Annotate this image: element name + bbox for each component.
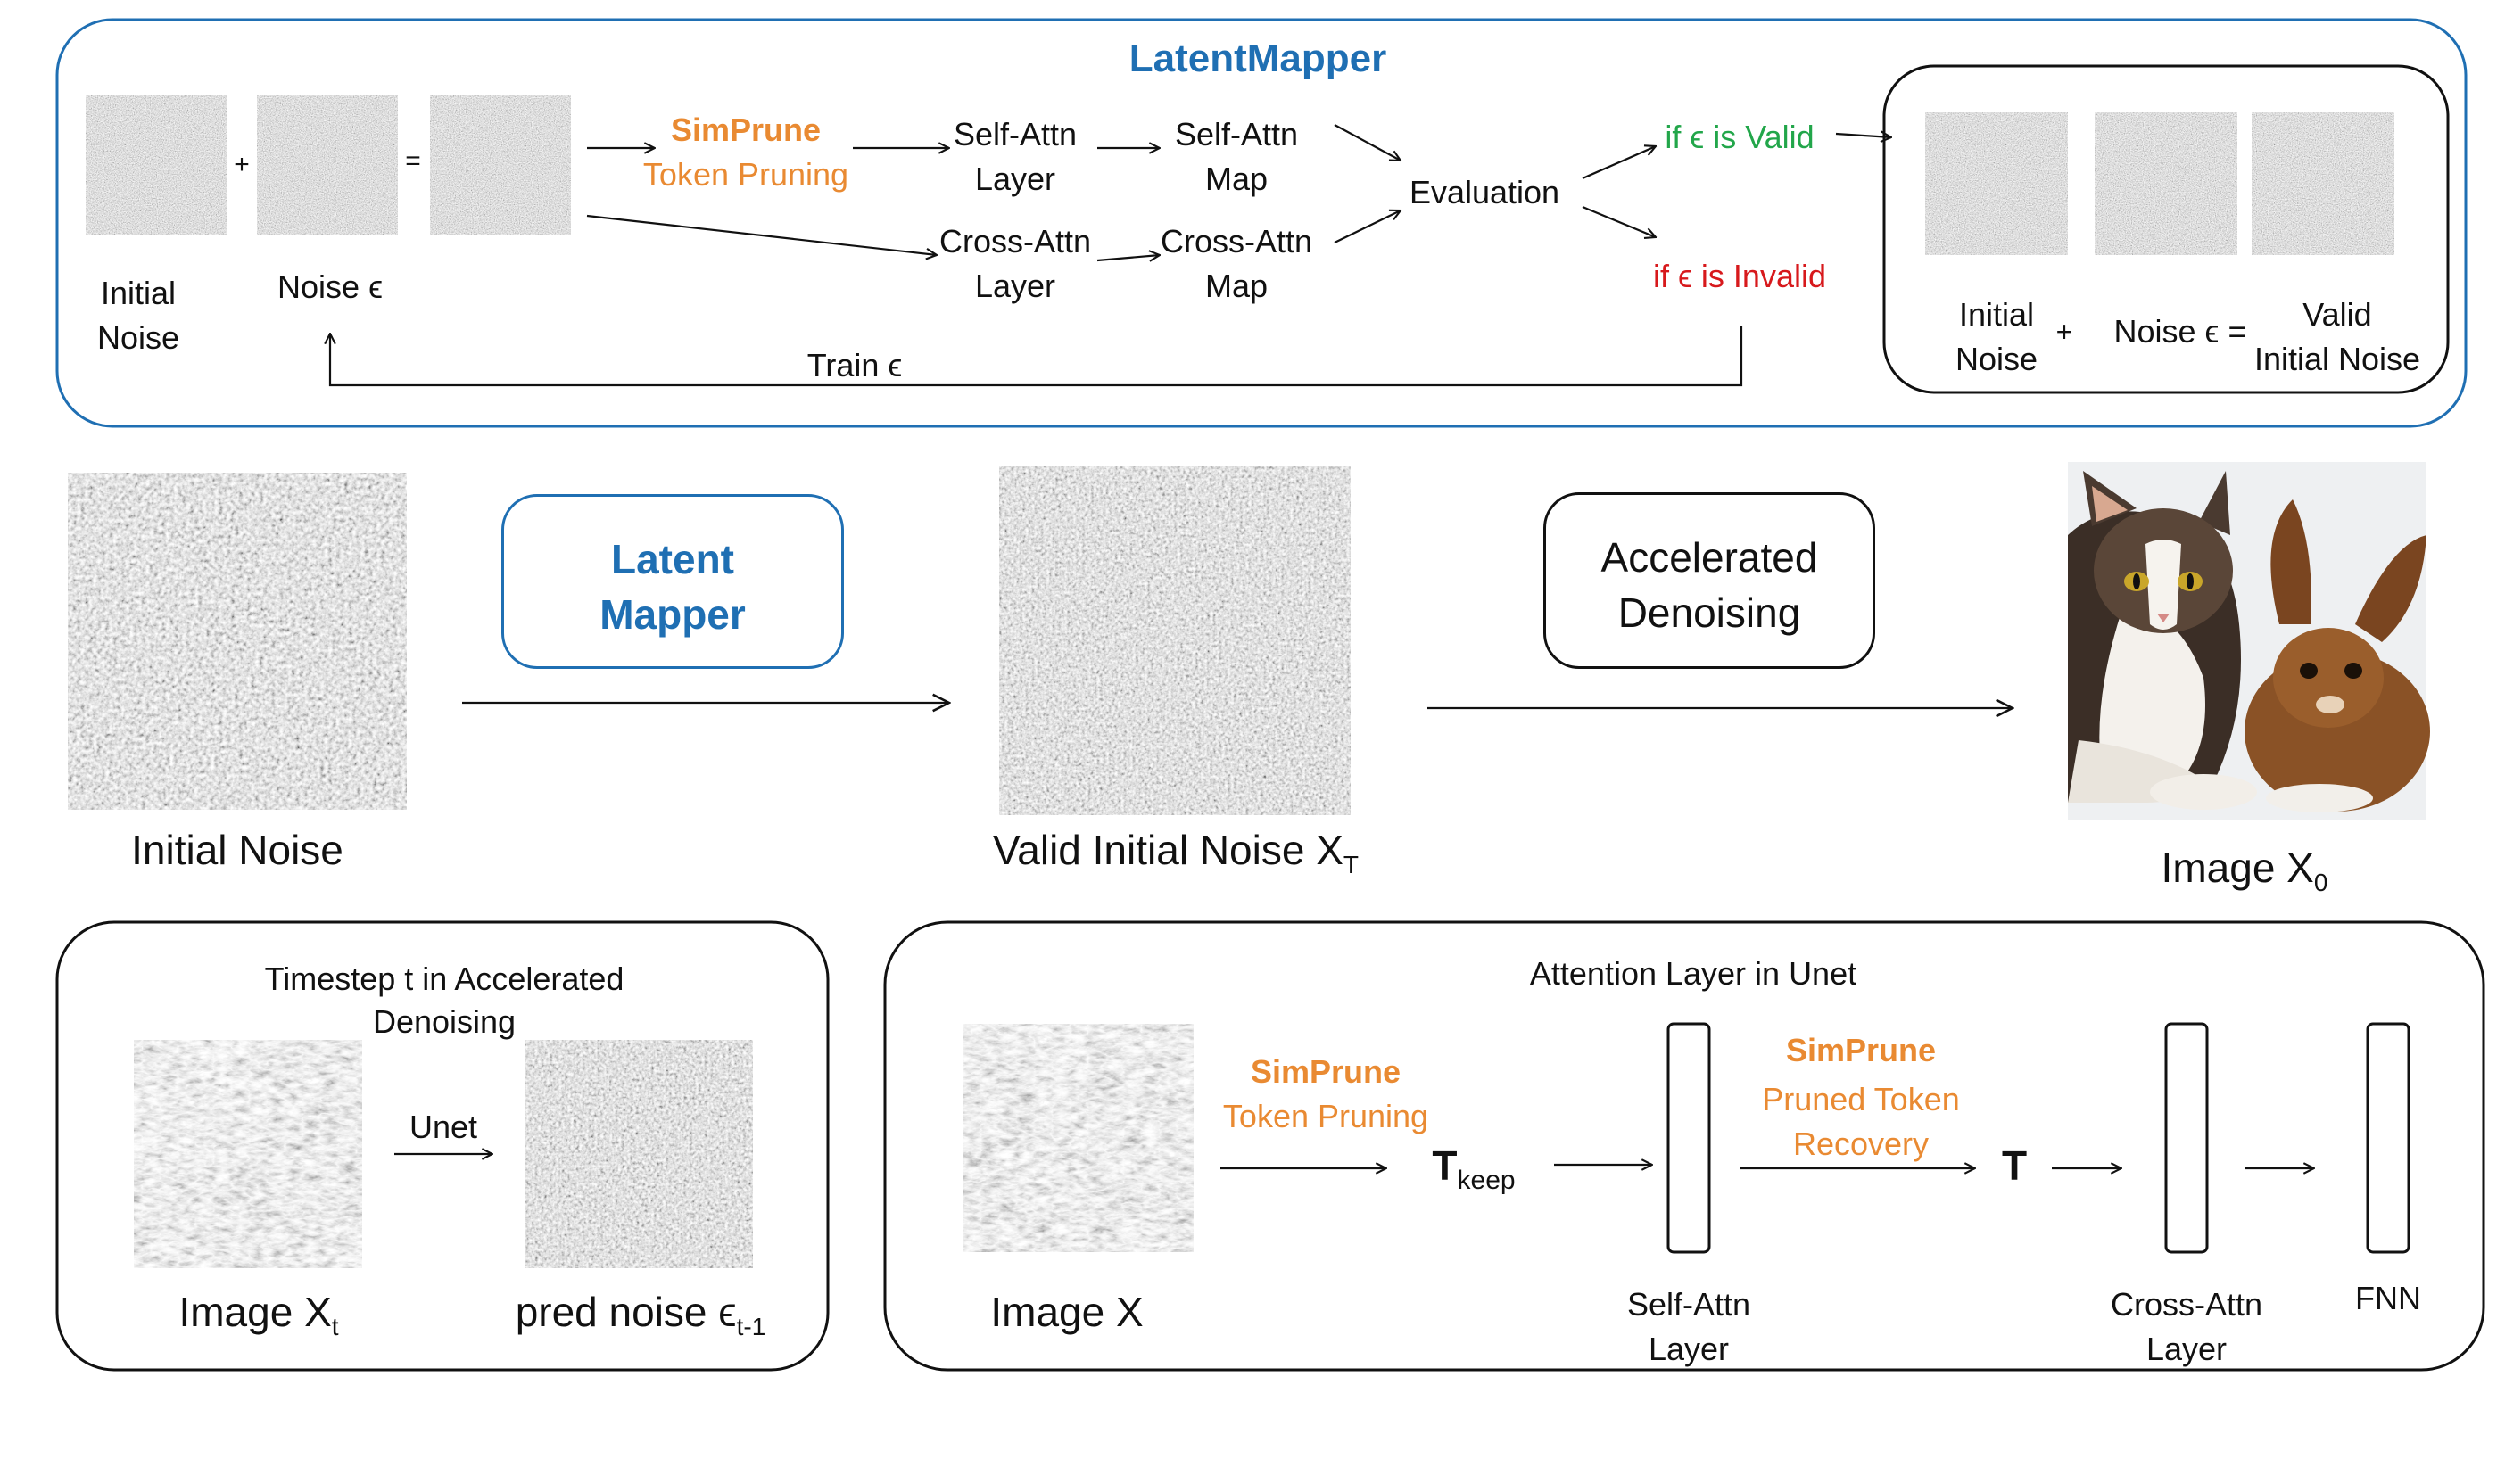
invalid-condition: if ϵ is Invalid bbox=[1653, 258, 1826, 294]
plus-sign: + bbox=[234, 150, 250, 179]
cross-attn-layer-bar bbox=[2164, 1022, 2209, 1254]
fnn-layer-bar bbox=[2366, 1022, 2410, 1254]
top-noise-epsilon-image bbox=[257, 95, 398, 235]
attention-panel-title: Attention Layer in Unet bbox=[1529, 955, 1857, 992]
image-x0-label: Image X0 bbox=[2161, 845, 2328, 897]
image-xt-label: Image Xt bbox=[178, 1289, 339, 1341]
middle-initial-noise-image bbox=[68, 473, 407, 810]
middle-valid-noise-image bbox=[999, 466, 1351, 815]
t-keep-label: Tkeep bbox=[1432, 1142, 1516, 1196]
valid-initial-noise-label: Valid Initial Noise XT bbox=[993, 827, 1359, 879]
top-arrows bbox=[330, 124, 1891, 387]
result-noise-label: Noise ϵ = bbox=[2113, 313, 2247, 350]
timestep-panel bbox=[55, 920, 830, 1372]
top-sum-noise-image bbox=[430, 95, 571, 235]
middle-initial-noise-label: Initial Noise bbox=[131, 827, 343, 873]
result-initial-noise-image bbox=[1925, 112, 2068, 255]
top-initial-noise-image bbox=[86, 95, 227, 235]
train-label: Train ϵ bbox=[806, 347, 903, 383]
image-x-label: Image X bbox=[990, 1289, 1144, 1335]
simprune-title-bottom-2: SimPrune bbox=[1785, 1032, 1937, 1068]
result-noise-image bbox=[2095, 112, 2237, 255]
self-attn-layer-bar bbox=[1666, 1022, 1711, 1254]
simprune-title-bottom-1: SimPrune bbox=[1250, 1053, 1401, 1090]
equals-sign: = bbox=[405, 146, 421, 176]
bottom-arrows bbox=[394, 1154, 2314, 1168]
attention-panel bbox=[883, 920, 2485, 1372]
simprune-sub-bottom-1: Token Pruning bbox=[1222, 1098, 1429, 1134]
simprune-title-top: SimPrune bbox=[670, 111, 822, 148]
image-xt-image bbox=[134, 1040, 362, 1268]
pred-noise-label: pred noise ϵt-1 bbox=[515, 1289, 766, 1341]
valid-condition: if ϵ is Valid bbox=[1665, 119, 1815, 155]
result-plus: + bbox=[2055, 316, 2073, 348]
cat-and-rabbit-photo bbox=[2068, 462, 2430, 820]
result-panel bbox=[1882, 64, 2450, 394]
accelerated-denoising-box bbox=[1543, 492, 1875, 669]
top-noise-label: Noise ϵ bbox=[277, 268, 383, 305]
evaluation-label: Evaluation bbox=[1409, 174, 1560, 210]
t-label: T bbox=[2001, 1142, 2028, 1189]
middle-arrows bbox=[462, 703, 2013, 708]
unet-label: Unet bbox=[409, 1109, 478, 1145]
result-valid-noise-image bbox=[2252, 112, 2394, 255]
latentmapper-panel bbox=[55, 18, 2468, 428]
latentmapper-title: LatentMapper bbox=[1128, 37, 1387, 80]
simprune-sub-top: Token Pruning bbox=[642, 156, 849, 193]
image-x-image bbox=[963, 1024, 1194, 1252]
latent-mapper-box bbox=[501, 494, 844, 669]
fnn-label: FNN bbox=[2355, 1280, 2421, 1316]
pred-noise-image bbox=[525, 1040, 753, 1268]
